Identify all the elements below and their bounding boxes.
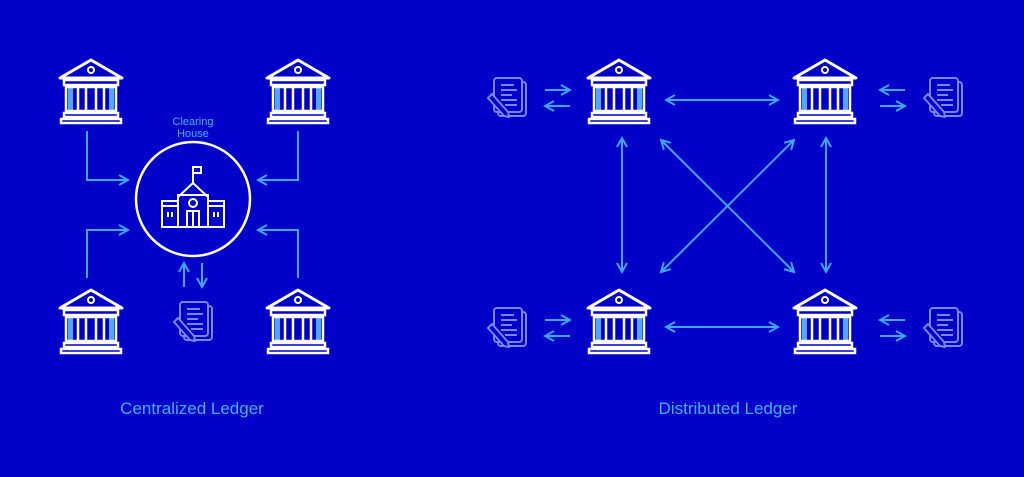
bank-icon [265,58,331,125]
bank-icon [792,58,858,125]
bank-icon [586,288,652,355]
clearing-house-label-line2: House [177,128,209,140]
clearing-house-circle [134,140,252,258]
arrows [545,90,905,336]
bank-icon [792,288,858,355]
bank-icon [58,58,124,125]
clearing-house-label: Clearing House [173,116,214,140]
clearing-house-label-line1: Clearing [172,116,214,128]
bank-icon [58,288,124,355]
document-pen-icon [487,77,527,118]
document-pen-icon [487,307,527,348]
document-pen-icon [923,307,963,348]
arrows [86,131,299,287]
distributed-ledger-title: Distributed Ledger [658,399,798,418]
centralized-ledger-title: Centralized Ledger [120,399,264,418]
distributed-ledger-diagram [487,58,963,355]
document-pen-icon [923,77,963,118]
bank-icon [586,58,652,125]
document-pen-icon [173,301,213,342]
school-building-icon [161,166,225,228]
centralized-ledger-diagram [58,58,331,355]
bank-icon [265,288,331,355]
